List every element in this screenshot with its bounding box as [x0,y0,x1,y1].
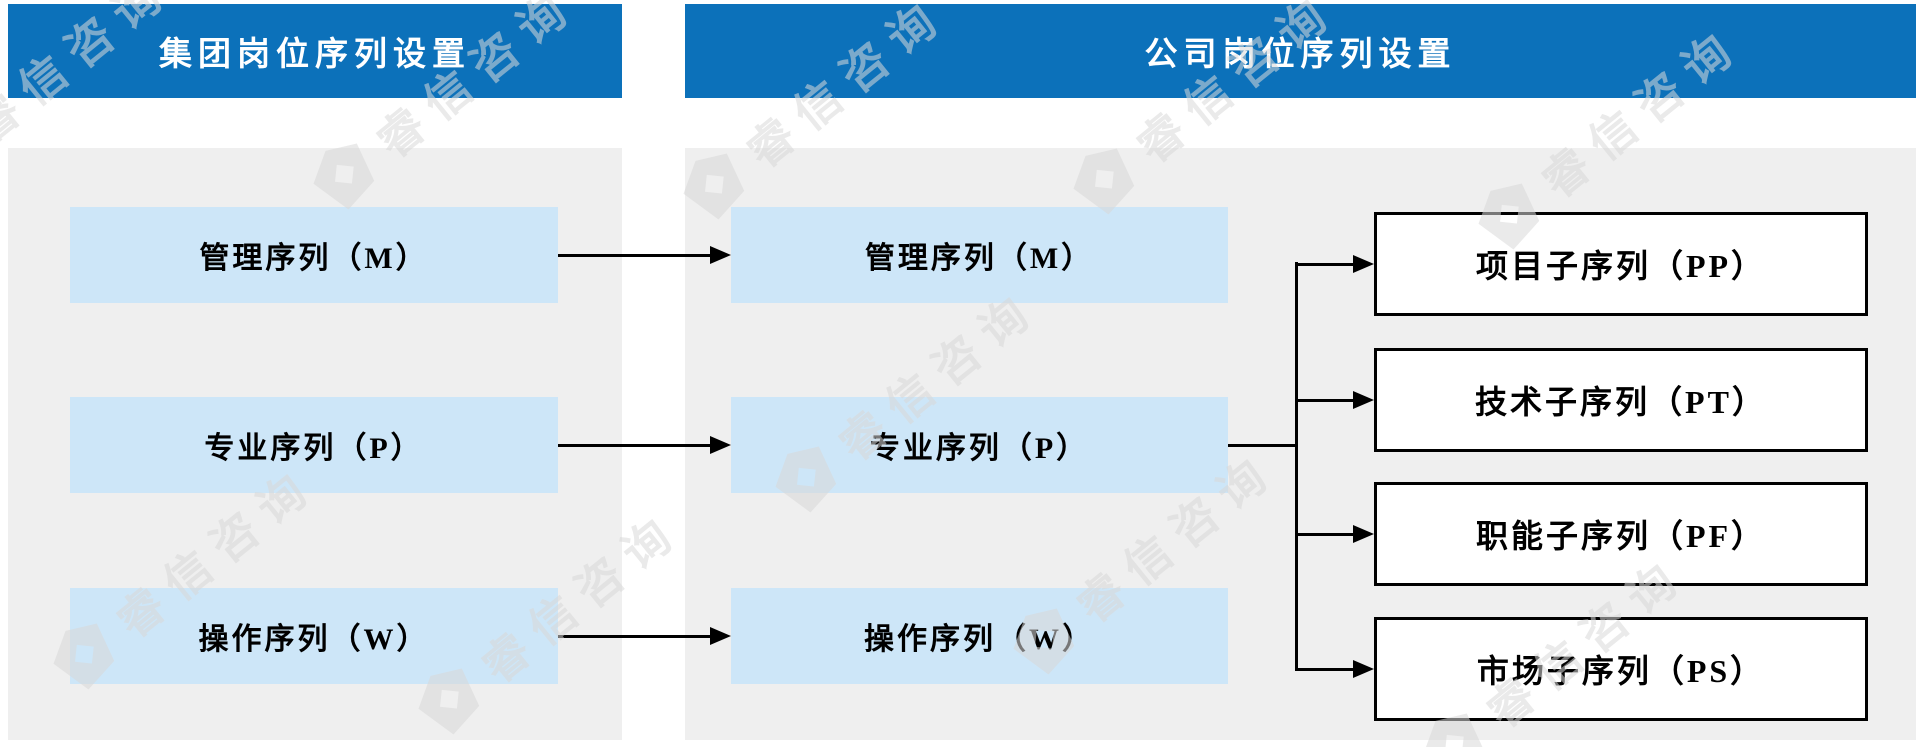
arrow-head-icon [1353,391,1374,409]
arrow-head-icon [1353,255,1374,273]
company-box-professional: 专业序列（P） [731,397,1228,493]
sub-box-project: 项目子序列（PP） [1374,212,1868,316]
arrow-head-icon [1353,525,1374,543]
company-header-title: 公司岗位序列设置 [1144,37,1457,73]
arrow-head-icon [710,246,731,264]
company-box-operation: 操作序列（W） [731,588,1228,684]
branch-stub-market [1297,668,1353,671]
group-header-bar: 集团岗位序列设置 [8,4,622,98]
arrow-line [558,254,710,257]
arrow-head-icon [1353,660,1374,678]
arrow-head-icon [710,436,731,454]
sub-box-functional: 职能子序列（PF） [1374,482,1868,586]
sub-box-market: 市场子序列（PS） [1374,617,1868,721]
branch-root-line [1228,444,1297,447]
company-header-bar: 公司岗位序列设置 [685,4,1916,98]
group-box-operation: 操作序列（W） [70,588,558,684]
group-box-management: 管理序列（M） [70,207,558,303]
branch-stub-project [1297,263,1353,266]
arrow-line [558,635,710,638]
arrow-line [558,444,710,447]
company-box-management: 管理序列（M） [731,207,1228,303]
branch-trunk-line [1295,262,1298,671]
branch-stub-technical [1297,399,1353,402]
branch-stub-functional [1297,533,1353,536]
arrow-head-icon [710,627,731,645]
group-header-title: 集团岗位序列设置 [159,37,471,73]
group-box-professional: 专业序列（P） [70,397,558,493]
sub-box-technical: 技术子序列（PT） [1374,348,1868,452]
